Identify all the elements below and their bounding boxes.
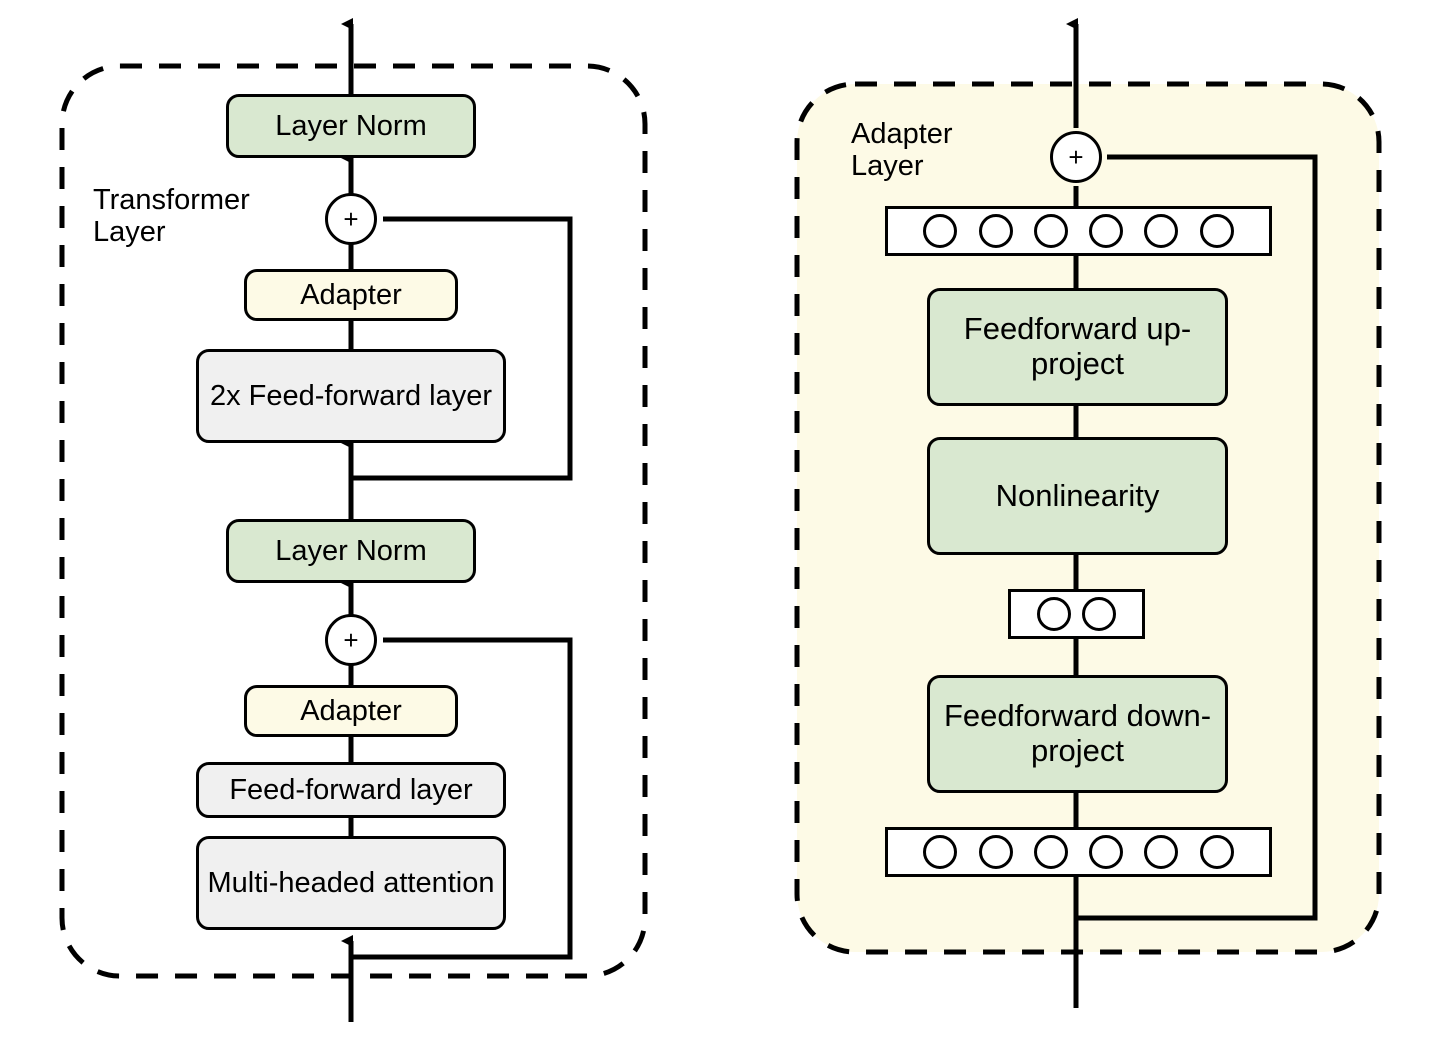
residual-lower — [351, 637, 573, 960]
node-feedforward-up-project[interactable]: Feedforward up-project — [927, 288, 1228, 406]
add-operator-bottom[interactable]: + — [325, 614, 377, 666]
residual-upper — [351, 216, 573, 481]
neuron — [923, 214, 958, 248]
neuron — [978, 214, 1013, 248]
add-operator-top[interactable]: + — [325, 193, 377, 245]
neuron — [923, 835, 958, 869]
neuron — [1089, 835, 1124, 869]
adapter-layer-label: Adapter Layer — [851, 118, 953, 183]
neuron-row-input[interactable] — [885, 827, 1272, 877]
node-adapter-top[interactable]: Adapter — [244, 269, 458, 321]
node-feed-forward-2x[interactable]: 2x Feed-forward layer — [196, 349, 506, 443]
neuron — [1089, 214, 1124, 248]
neuron — [1033, 835, 1068, 869]
residual-adapter — [1076, 154, 1318, 921]
add-operator-adapter[interactable]: + — [1050, 131, 1102, 183]
neuron — [1144, 214, 1179, 248]
neuron-row-bottleneck[interactable] — [1008, 589, 1145, 639]
node-layer-norm-top[interactable]: Layer Norm — [226, 94, 476, 158]
node-nonlinearity[interactable]: Nonlinearity — [927, 437, 1228, 555]
neuron — [1199, 214, 1234, 248]
neuron-row-output[interactable] — [885, 206, 1272, 256]
transformer-layer-label: Transformer Layer — [93, 184, 250, 249]
neuron — [1036, 597, 1071, 631]
neuron — [1033, 214, 1068, 248]
neuron — [978, 835, 1013, 869]
node-multi-headed-attention[interactable]: Multi-headed attention — [196, 836, 506, 930]
node-feedforward-down-project[interactable]: Feedforward down-project — [927, 675, 1228, 793]
node-layer-norm-mid[interactable]: Layer Norm — [226, 519, 476, 583]
neuron — [1144, 835, 1179, 869]
node-feed-forward-layer[interactable]: Feed-forward layer — [196, 762, 506, 818]
neuron — [1199, 835, 1234, 869]
neuron — [1082, 597, 1117, 631]
node-adapter-bottom[interactable]: Adapter — [244, 685, 458, 737]
